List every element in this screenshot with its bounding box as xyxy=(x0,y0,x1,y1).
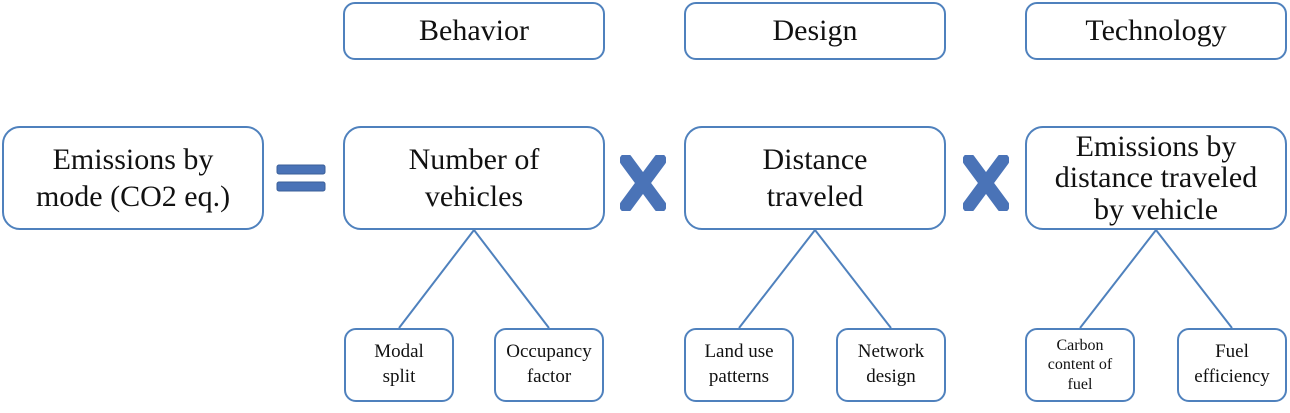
connector-distance-land-use xyxy=(738,229,816,329)
subfactor-fuel-efficiency: Fuel efficiency xyxy=(1177,328,1287,402)
emissions-by-distance-box: Emissions by distance traveled by vehicl… xyxy=(1025,126,1287,230)
connector-emissions-carbon-content xyxy=(1079,229,1157,329)
multiplication-x-icon xyxy=(620,155,666,211)
subfactor-land-use-patterns: Land use patterns xyxy=(684,328,794,402)
category-technology: Technology xyxy=(1025,2,1287,60)
subfactor-modal-split: Modal split xyxy=(344,328,454,402)
connector-vehicles-occupancy xyxy=(473,229,550,329)
connector-emissions-fuel-efficiency xyxy=(1155,229,1233,329)
equals-sign-icon xyxy=(276,164,326,192)
connector-distance-network xyxy=(814,229,892,329)
distance-traveled-box: Distance traveled xyxy=(684,126,946,230)
category-behavior: Behavior xyxy=(343,2,605,60)
connector-vehicles-modal-split xyxy=(398,229,475,329)
category-design: Design xyxy=(684,2,946,60)
subfactor-carbon-content-of-fuel: Carbon content of fuel xyxy=(1025,328,1135,402)
multiplication-x-icon xyxy=(963,155,1009,211)
number-of-vehicles-box: Number of vehicles xyxy=(343,126,605,230)
emissions-by-mode-box: Emissions by mode (CO2 eq.) xyxy=(2,126,264,230)
subfactor-occupancy-factor: Occupancy factor xyxy=(494,328,604,402)
subfactor-network-design: Network design xyxy=(836,328,946,402)
